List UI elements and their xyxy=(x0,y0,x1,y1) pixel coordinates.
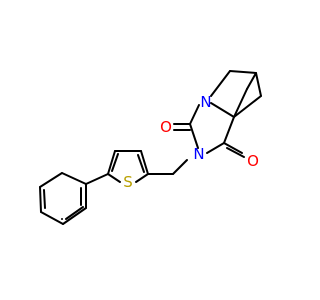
atom-o-lower: O xyxy=(247,152,259,170)
bond xyxy=(223,142,243,154)
thiophene-ring xyxy=(107,150,149,183)
bond xyxy=(61,172,87,185)
bond xyxy=(140,150,149,175)
bond xyxy=(189,104,200,125)
atom-o-upper: O xyxy=(160,118,172,136)
bond xyxy=(107,150,116,175)
bond xyxy=(229,70,257,74)
bond xyxy=(172,159,188,175)
molecule-canvas: N N O O S xyxy=(39,70,262,225)
phenyl-ring xyxy=(39,172,87,225)
bond xyxy=(189,123,199,149)
atom-n-imide: N xyxy=(193,145,204,163)
bond xyxy=(246,72,257,90)
bond xyxy=(210,70,231,97)
bond xyxy=(233,95,262,118)
bond xyxy=(107,173,121,183)
bond xyxy=(135,173,149,183)
bond xyxy=(255,72,262,97)
bond xyxy=(137,154,145,173)
bond xyxy=(226,147,245,158)
bond xyxy=(39,172,63,188)
atom-n-bridgehead: N xyxy=(200,93,211,111)
bond xyxy=(206,142,225,154)
bond xyxy=(40,211,64,225)
bond xyxy=(39,186,42,213)
bond xyxy=(62,207,87,225)
imide-ring xyxy=(173,102,245,158)
bicyclic-cage xyxy=(210,70,262,118)
bond xyxy=(65,206,84,220)
bond xyxy=(233,88,248,118)
bond xyxy=(85,173,109,185)
bond xyxy=(111,153,119,172)
bond xyxy=(223,116,235,144)
bond xyxy=(43,189,46,209)
molecule-structure: N N O O S xyxy=(39,70,262,225)
bond xyxy=(210,102,235,118)
atom-s-thiophene: S xyxy=(123,173,133,191)
